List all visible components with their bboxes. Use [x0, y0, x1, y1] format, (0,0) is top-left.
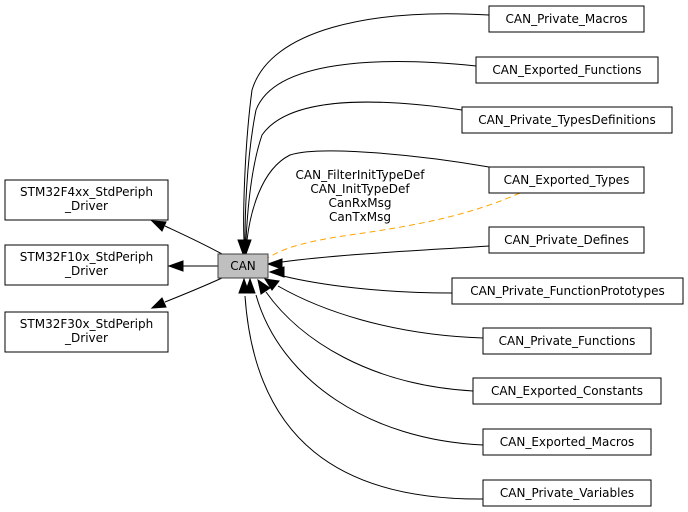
arrowhead	[150, 220, 167, 232]
edge-can-private-typesdefinitions	[245, 101, 463, 241]
node-stm32f30x-stdperiph-driver[interactable]: STM32F30x_StdPeriph_Driver	[4, 311, 169, 353]
node-can-exported-functions[interactable]: CAN_Exported_Functions	[475, 56, 659, 84]
node-label: _Driver	[64, 331, 108, 345]
nodes: STM32F4xx_StdPeriph_DriverSTM32F10x_StdP…	[4, 5, 684, 507]
node-label: CAN_Exported_Types	[504, 173, 630, 187]
edge-label-line: CAN_FilterInitTypeDef	[296, 168, 426, 182]
arrowhead	[240, 239, 252, 256]
arrowhead	[268, 266, 285, 278]
node-can[interactable]: CAN	[217, 253, 269, 279]
node-label: STM32F30x_StdPeriph	[20, 317, 153, 331]
edge-to-stm32f4xx-stdperiph-driver	[164, 225, 223, 255]
node-stm32f10x-stdperiph-driver[interactable]: STM32F10x_StdPeriph_Driver	[4, 244, 169, 286]
edge-can-private-variables	[244, 295, 484, 500]
arrowhead	[167, 260, 184, 272]
edge-can-private-macros	[243, 13, 490, 241]
dashed-edge-label: CAN_FilterInitTypeDef CAN_InitTypeDef Ca…	[296, 168, 426, 224]
arrowhead	[238, 277, 250, 294]
edge-can-private-defines	[281, 245, 490, 263]
node-can-private-typesdefinitions[interactable]: CAN_Private_TypesDefinitions	[461, 106, 673, 134]
node-label: CAN_Private_Defines	[504, 233, 629, 247]
edge-to-stm32f30x-stdperiph-driver	[164, 277, 223, 303]
node-can-exported-macros[interactable]: CAN_Exported_Macros	[482, 428, 652, 456]
edge-label-line: CAN_InitTypeDef	[310, 182, 410, 196]
node-label: _Driver	[64, 264, 108, 278]
node-label: CAN_Exported_Macros	[500, 435, 634, 449]
edge-can-private-functions	[277, 285, 484, 339]
node-label: CAN_Private_FunctionPrototypes	[470, 284, 665, 298]
node-label: STM32F4xx_StdPeriph	[20, 185, 153, 199]
edge-can-exported-functions	[244, 61, 477, 241]
node-can-private-functionprototypes[interactable]: CAN_Private_FunctionPrototypes	[451, 277, 684, 305]
node-label: STM32F10x_StdPeriph	[20, 250, 153, 264]
node-can-private-defines[interactable]: CAN_Private_Defines	[488, 226, 645, 254]
node-label: CAN_Private_Macros	[506, 12, 628, 26]
node-can-exported-types[interactable]: CAN_Exported_Types	[488, 166, 645, 194]
edge-label-line: CanTxMsg	[329, 210, 391, 224]
arrowhead	[266, 258, 283, 270]
node-label: _Driver	[64, 199, 108, 213]
node-can-private-functions[interactable]: CAN_Private_Functions	[482, 327, 652, 355]
edge-can-exported-types	[246, 150, 490, 241]
edge-dashed-exported-types	[267, 192, 521, 259]
node-can-private-macros[interactable]: CAN_Private_Macros	[488, 5, 645, 33]
node-label: CAN_Private_Functions	[499, 334, 636, 348]
edges	[150, 13, 521, 500]
arrowhead	[150, 297, 167, 309]
edge-can-exported-macros	[255, 294, 484, 446]
node-can-private-variables[interactable]: CAN_Private_Variables	[482, 479, 652, 507]
edge-label-line: CanRxMsg	[329, 196, 392, 210]
node-can-exported-constants[interactable]: CAN_Exported_Constants	[472, 377, 662, 405]
arrowhead	[257, 278, 271, 295]
node-label: CAN	[230, 259, 256, 273]
node-label: CAN_Exported_Constants	[491, 384, 643, 398]
node-label: CAN_Private_TypesDefinitions	[478, 113, 656, 127]
node-label: CAN_Exported_Functions	[492, 63, 641, 77]
edge-can-exported-constants	[265, 291, 474, 392]
node-stm32f4xx-stdperiph-driver[interactable]: STM32F4xx_StdPeriph_Driver	[4, 179, 169, 221]
arrowhead	[263, 278, 280, 291]
edge-can-private-functionprototypes	[282, 275, 453, 294]
node-label: CAN_Private_Variables	[500, 486, 634, 500]
